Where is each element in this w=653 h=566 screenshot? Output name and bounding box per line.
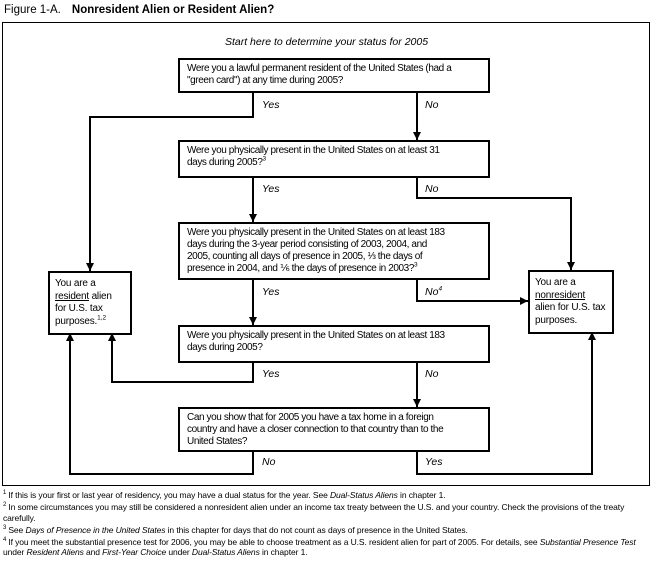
figure-label: Figure 1-A. xyxy=(4,4,61,16)
figure-heading: Figure 1-A. Nonresident Alien or Residen… xyxy=(4,4,274,16)
connector-q2-no xyxy=(416,178,575,270)
question-box-31-days: Were you physically present in the Unite… xyxy=(178,140,490,178)
footnote-ref: 3 xyxy=(414,261,418,269)
result-text: You are a xyxy=(535,277,576,288)
footnote-text: In some circumstances you may still be c… xyxy=(3,501,625,523)
flowchart-frame xyxy=(2,22,650,486)
footnote-ref: 4 xyxy=(438,285,443,293)
branch-label-q4-yes: Yes xyxy=(260,368,282,380)
footnote-marker: 4 xyxy=(3,536,7,543)
result-emphasis: nonresident xyxy=(535,289,586,301)
branch-label-q3-no: No4 xyxy=(423,285,445,298)
connector-q3-no xyxy=(416,280,528,305)
result-box-resident-alien: You are a resident alien for U.S. tax pu… xyxy=(48,271,132,335)
question-text: Were you a lawful permanent resident of … xyxy=(187,63,452,86)
footnote-marker: 3 xyxy=(3,524,7,531)
branch-label-q4-no: No xyxy=(423,368,441,380)
branch-label-text: No xyxy=(425,286,439,298)
question-text: Were you physically present in the Unite… xyxy=(187,330,445,353)
branch-label-q1-yes: Yes xyxy=(260,99,282,111)
connector-q5-yes xyxy=(416,332,596,475)
result-text: alien for U.S. tax purposes. xyxy=(55,290,112,327)
result-text: alien for U.S. tax purposes. xyxy=(535,302,606,326)
footnote-marker: 1 xyxy=(3,490,7,497)
question-box-tax-home: Can you show that for 2005 you have a ta… xyxy=(178,407,490,452)
question-text: Were you physically present in the Unite… xyxy=(187,145,440,168)
start-instruction: Start here to determine your status for … xyxy=(224,36,429,48)
footnote-ref: 3 xyxy=(262,155,267,163)
branch-label-q5-yes: Yes xyxy=(423,456,445,468)
question-text: Were you physically present in the Unite… xyxy=(187,227,445,274)
footnote-marker: 2 xyxy=(3,502,7,509)
footnote-text: If you meet the substantial presence tes… xyxy=(3,536,636,558)
branch-label-q3-yes: Yes xyxy=(260,286,282,298)
question-box-green-card: Were you a lawful permanent resident of … xyxy=(178,58,490,93)
connector-q1-yes xyxy=(86,93,254,271)
branch-label-q1-no: No xyxy=(423,99,441,111)
result-text: You are a xyxy=(55,278,96,289)
branch-label-q2-yes: Yes xyxy=(260,183,282,195)
branch-label-q2-no: No xyxy=(423,183,441,195)
footnote-text: If this is your first or last year of re… xyxy=(8,490,446,500)
result-emphasis: resident xyxy=(55,290,89,302)
connector-q5-no xyxy=(66,333,254,475)
branch-label-q5-no: No xyxy=(260,456,278,468)
page-title: Nonresident Alien or Resident Alien? xyxy=(71,4,275,16)
question-box-183-days-2005: Were you physically present in the Unite… xyxy=(178,325,490,363)
footnote-ref: 1,2 xyxy=(97,314,107,322)
question-box-183-days-3-year: Were you physically present in the Unite… xyxy=(178,222,490,280)
connector-q4-yes xyxy=(108,333,254,383)
footnote-text: See Days of Presence in the United State… xyxy=(8,524,468,535)
question-text: Can you show that for 2005 you have a ta… xyxy=(187,412,444,447)
result-box-nonresident-alien: You are a nonresident alien for U.S. tax… xyxy=(528,270,614,334)
